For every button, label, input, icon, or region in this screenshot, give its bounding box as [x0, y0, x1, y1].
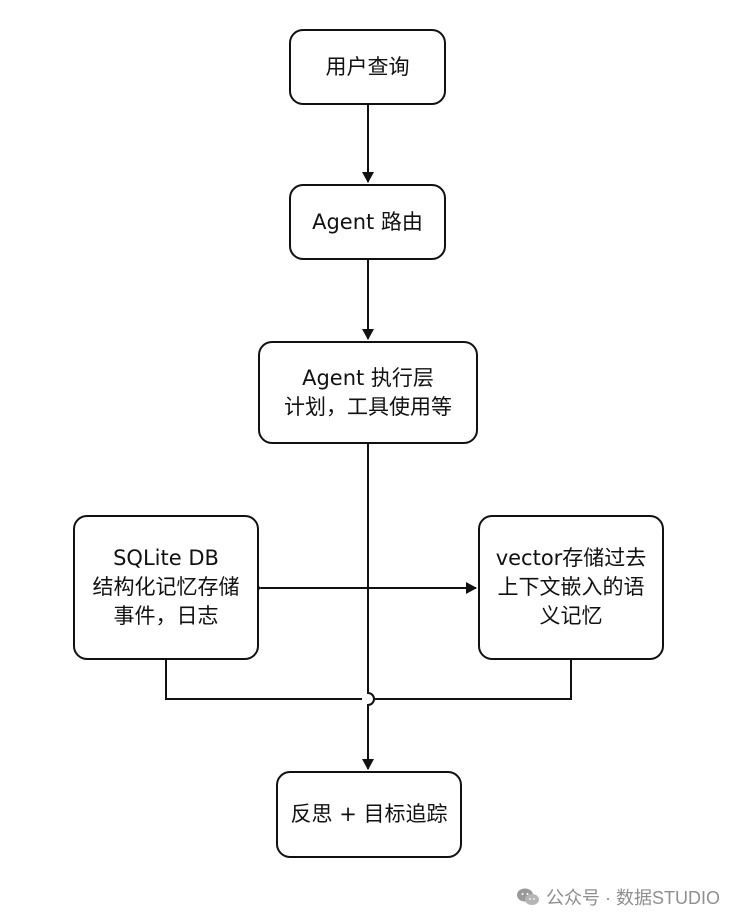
node-label: 反思 + 目标追踪 — [290, 802, 448, 826]
node-label: vector存储过去 — [495, 546, 647, 570]
node-label: 义记忆 — [539, 604, 603, 628]
wechat-icon — [517, 888, 539, 905]
watermark: 公众号 · 数据STUDIO — [516, 884, 720, 910]
node-label: 用户查询 — [325, 54, 410, 79]
node-label: 计划，工具使用等 — [284, 394, 452, 419]
edge-sqlite-merge — [165, 660, 362, 700]
node-label: SQLite DB — [113, 546, 219, 570]
node-label: 事件，日志 — [113, 604, 219, 628]
node-label: Agent 执行层 — [302, 365, 434, 390]
edge-exec-to-reflect — [362, 444, 375, 770]
node-label: 结构化记忆存储 — [92, 575, 240, 599]
node-sqlite-db: SQLite DB 结构化记忆存储 事件，日志 — [73, 515, 259, 660]
node-label: 上下文嵌入的语 — [497, 575, 645, 599]
node-agent-router: Agent 路由 — [289, 184, 446, 260]
node-vector-store: vector存储过去 上下文嵌入的语 义记忆 — [478, 515, 664, 660]
node-agent-execution: Agent 执行层 计划，工具使用等 — [258, 341, 478, 444]
node-user-query: 用户查询 — [289, 29, 446, 105]
edge-vector-merge — [374, 660, 572, 700]
node-reflection-goal-tracking: 反思 + 目标追踪 — [276, 771, 462, 858]
watermark-text: 公众号 · 数据STUDIO — [546, 888, 720, 908]
node-label: Agent 路由 — [312, 209, 423, 234]
